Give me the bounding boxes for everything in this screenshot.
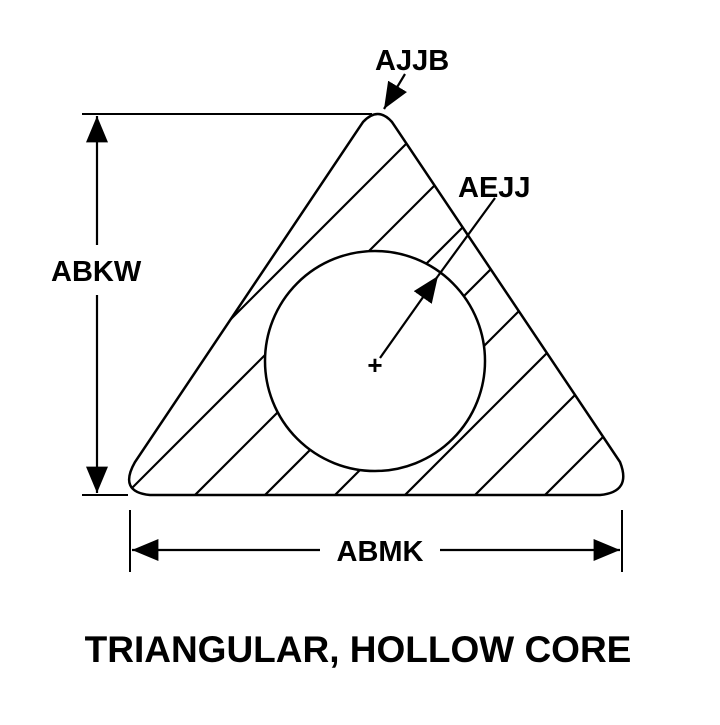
core-radius-leader bbox=[437, 197, 496, 277]
core-radius-line bbox=[379, 275, 439, 359]
height-label: ABKW bbox=[51, 256, 142, 288]
corner-radius-label: AJJB bbox=[375, 45, 449, 77]
diagram-title: TRIANGULAR, HOLLOW CORE bbox=[85, 629, 632, 670]
core-radius-label: AEJJ bbox=[458, 172, 531, 204]
corner-radius-leader bbox=[383, 73, 408, 110]
section-hatching bbox=[129, 139, 624, 495]
triangle-outline bbox=[127, 112, 625, 497]
center-mark: + bbox=[367, 350, 382, 380]
width-label: ABMK bbox=[337, 536, 424, 568]
hollow-core-circle bbox=[263, 249, 487, 473]
